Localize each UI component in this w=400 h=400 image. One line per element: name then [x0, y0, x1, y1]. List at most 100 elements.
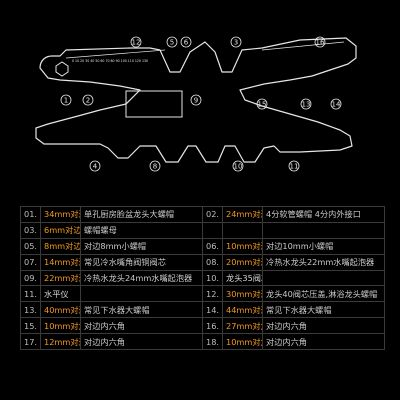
- table-row: 17.12mm对边对边内六角18.10mm对角对边内六角: [20, 333, 385, 351]
- cell-size: 6mm对边: [40, 221, 81, 239]
- cell-desc: 对边8mm小螺帽: [80, 237, 203, 255]
- cell-desc: 螺帽螺母: [80, 221, 203, 239]
- cell-desc: 常见下水器大螺帽: [262, 301, 385, 319]
- multi-wrench-diagram: 1 2 3 4 5 6 8 9 10 11 12 13 14 15 16 0 1…: [35, 36, 357, 172]
- cell-size: 22mm对边: [40, 269, 81, 287]
- cell-size: 10mm对边: [222, 237, 263, 255]
- cell-no: 11.: [20, 285, 41, 303]
- cell-no: 03.: [20, 221, 41, 239]
- cell-size: 10mm对角: [40, 317, 81, 335]
- marker-9: 9: [190, 94, 202, 106]
- cell-size: 龙头35阀芯压盖: [222, 269, 263, 287]
- cell-size: 24mm对边: [222, 206, 263, 223]
- wrench-body-outline: [35, 37, 357, 163]
- marker-6: 6: [180, 36, 192, 48]
- cell-no: 10.: [202, 269, 223, 287]
- marker-16: 16: [314, 36, 326, 48]
- cell-desc: 对边内六角: [262, 333, 385, 351]
- marker-label: 14: [332, 101, 341, 109]
- cell-no: 07.: [20, 253, 41, 271]
- marker-label: 4: [93, 163, 98, 171]
- hex-hole: [55, 61, 69, 77]
- marker-8: 8: [149, 160, 161, 172]
- marker-label: 6: [184, 39, 189, 47]
- marker-label: 8: [153, 163, 157, 171]
- cell-desc: [262, 221, 385, 239]
- cell-desc: 对边10mm小螺帽: [262, 237, 385, 255]
- cell-desc: 对边内六角: [262, 317, 385, 335]
- marker-label: 5: [170, 39, 174, 47]
- table-row: 15.10mm对角对边内六角16.27mm对角对边内六角: [20, 317, 385, 335]
- cell-size: 8mm对边: [40, 237, 81, 255]
- cell-size: 40mm对边: [40, 301, 81, 319]
- marker-label: 2: [86, 97, 90, 105]
- cell-no: 02.: [202, 206, 223, 223]
- marker-label: 3: [234, 39, 238, 47]
- cell-size: [222, 221, 263, 239]
- marker-label: 1: [64, 97, 68, 105]
- cell-no: 17.: [20, 333, 41, 351]
- marker-12: 12: [130, 36, 142, 48]
- cell-size: 10mm对角: [222, 333, 263, 351]
- cell-size: 44mm对边: [222, 301, 263, 319]
- marker-label: 10: [234, 163, 243, 171]
- cell-desc: 4分软管螺帽 4分内外接口: [262, 206, 385, 223]
- table-row: 07.14mm对边常见冷水嘴角阀铜阀芯08.20mm对边冷热水龙头22mm水嘴起…: [20, 253, 385, 271]
- cell-desc: 常见下水器大螺帽: [80, 301, 203, 319]
- spec-table: 01.34mm对边单孔厨房脸盆龙头大螺帽02.24mm对边4分软管螺帽 4分内外…: [20, 206, 385, 351]
- table-row: 11.水平仪 12.30mm对边龙头40阀芯压盖,淋浴龙头螺帽: [20, 285, 385, 303]
- cell-desc: 对边内六角: [80, 317, 203, 335]
- cell-desc: [80, 285, 203, 303]
- cell-size: 30mm对边: [222, 285, 263, 303]
- cell-no: 01.: [20, 206, 41, 223]
- cell-no: [202, 221, 223, 239]
- cell-no: 16.: [202, 317, 223, 335]
- table-row: 09.22mm对边冷热水龙头24mm水嘴起泡器10.龙头35阀芯压盖: [20, 269, 385, 287]
- marker-label: 9: [194, 97, 198, 105]
- cell-size: 20mm对边: [222, 253, 263, 271]
- cell-size: 12mm对边: [40, 333, 81, 351]
- cell-desc: 单孔厨房脸盆龙头大螺帽: [80, 206, 203, 223]
- ruler-scale: 0 10 20 30 40 50 60 70 80 90 100 110 120…: [72, 59, 148, 63]
- cell-no: 12.: [202, 285, 223, 303]
- marker-label: 13: [302, 101, 311, 109]
- cell-no: 13.: [20, 301, 41, 319]
- marker-4: 4: [89, 160, 101, 172]
- marker-10: 10: [232, 160, 244, 172]
- marker-label: 11: [290, 163, 299, 171]
- cell-desc: 龙头40阀芯压盖,淋浴龙头螺帽: [262, 285, 385, 303]
- marker-13: 13: [300, 98, 312, 110]
- marker-label: 15: [258, 101, 267, 109]
- cell-no: 08.: [202, 253, 223, 271]
- table-row: 13.40mm对边常见下水器大螺帽14.44mm对边常见下水器大螺帽: [20, 301, 385, 319]
- cell-no: 06.: [202, 237, 223, 255]
- cell-no: 18.: [202, 333, 223, 351]
- cell-size: 14mm对边: [40, 253, 81, 271]
- marker-1: 1: [60, 94, 72, 106]
- marker-group: 1 2 3 4 5 6 8 9 10 11 12 13 14 15 16: [60, 36, 342, 172]
- table-row: 03.6mm对边螺帽螺母: [20, 221, 385, 239]
- cell-no: 14.: [202, 301, 223, 319]
- cell-desc: 常见冷水嘴角阀铜阀芯: [80, 253, 203, 271]
- table-row: 01.34mm对边单孔厨房脸盆龙头大螺帽02.24mm对边4分软管螺帽 4分内外…: [20, 206, 385, 223]
- marker-15: 15: [256, 98, 268, 110]
- marker-14: 14: [330, 98, 342, 110]
- cell-desc: 对边内六角: [80, 333, 203, 351]
- cell-desc: 冷热水龙头22mm水嘴起泡器: [262, 253, 385, 271]
- cell-desc: [262, 269, 385, 287]
- marker-2: 2: [82, 94, 94, 106]
- cell-size: 27mm对角: [222, 317, 263, 335]
- marker-11: 11: [288, 160, 300, 172]
- marker-5: 5: [166, 36, 178, 48]
- cell-no: 09.: [20, 269, 41, 287]
- center-slot: [125, 90, 183, 118]
- cell-size: 34mm对边: [40, 206, 81, 223]
- marker-label: 12: [132, 39, 141, 47]
- cell-size: 水平仪: [40, 285, 81, 303]
- marker-label: 16: [316, 39, 325, 47]
- cell-desc: 冷热水龙头24mm水嘴起泡器: [80, 269, 203, 287]
- cell-no: 05.: [20, 237, 41, 255]
- marker-3: 3: [230, 36, 242, 48]
- cell-no: 15.: [20, 317, 41, 335]
